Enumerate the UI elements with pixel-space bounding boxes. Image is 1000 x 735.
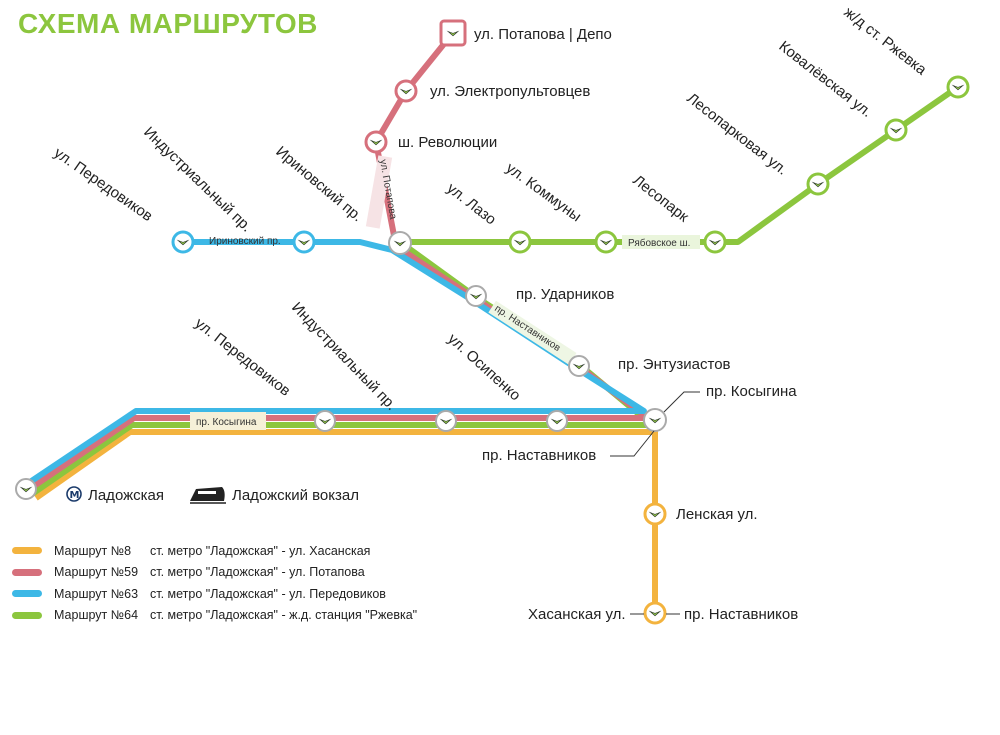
stop-industrialny-top[interactable] (292, 230, 316, 254)
svg-text:пр. Косыгина: пр. Косыгина (196, 417, 257, 428)
label-nastavnikov-end: пр. Наставников (684, 606, 798, 623)
stop-lesopark[interactable] (703, 230, 727, 254)
map-title: СХЕМА МАРШРУТОВ (18, 8, 318, 39)
label-kosygina: пр. Косыгина (706, 383, 797, 400)
svg-text:M: M (70, 490, 80, 501)
legend-route-name: Маршрут №8 (54, 543, 132, 558)
label-lesoparkovaya: Лесопарковая ул. (684, 90, 791, 179)
legend-row-route-64: Маршрут №64 ст. метро "Ладожская" - ж.д.… (12, 605, 512, 627)
stop-lenskaya[interactable] (643, 502, 667, 526)
street-label-ryabovskoe: Рябовское ш. (622, 235, 700, 249)
label-osipenko: ул. Осипенко (444, 330, 523, 404)
stop-entuziastov[interactable] (568, 355, 590, 377)
label-electropultovtsev: ул. Электропультовцев (430, 83, 590, 100)
label-kovalevskaya: Ковалёвская ул. (776, 38, 876, 121)
legend-row-route-8: Маршрут №8 ст. метро "Ладожская" - ул. Х… (12, 540, 512, 562)
metro-icon: M (66, 486, 82, 502)
legend-row-route-63: Маршрут №63 ст. метро "Ладожская" - ул. … (12, 583, 512, 605)
label-khasanskaya: Хасанская ул. (528, 606, 626, 623)
svg-text:Ириновский пр.: Ириновский пр. (209, 236, 281, 247)
label-udarnikov: пр. Ударников (516, 286, 614, 303)
legend-route-name: Маршрут №64 (54, 608, 139, 623)
street-label-kosygina: пр. Косыгина (190, 412, 266, 430)
label-lenskaya: Ленская ул. (676, 506, 758, 523)
svg-text:пр. Наставников: пр. Наставников (492, 303, 562, 354)
stop-lesoparkovaya[interactable] (806, 172, 830, 196)
legend-route-desc: ст. метро "Ладожская" - ул. Передовиков (150, 586, 386, 601)
stop-potapova-depo[interactable] (439, 19, 467, 47)
stop-irinovsky-hub[interactable] (388, 231, 412, 255)
street-label-potapova: ул. Потапова (365, 155, 398, 229)
stop-peredovikov-top[interactable] (171, 230, 195, 254)
stop-electropultovtsev[interactable] (394, 79, 418, 103)
label-peredovikov-top: ул. Передовиков (51, 144, 156, 225)
label-sh-revolyutsii: ш. Революции (398, 134, 497, 151)
stop-lazo[interactable] (508, 230, 532, 254)
label-rzhevka: ж/д ст. Ржевка (841, 4, 931, 79)
label-peredovikov-bottom: ул. Передовиков (192, 315, 294, 400)
label-kommuny: ул. Коммуны (503, 159, 585, 225)
legend-swatch (12, 590, 42, 598)
legend-route-name: Маршрут №63 (54, 586, 139, 601)
legend-row-route-59: Маршрут №59 ст. метро "Ладожская" - ул. … (12, 562, 512, 584)
stop-udarnikov[interactable] (465, 285, 487, 307)
label-ladozhskaya: Ладожская (88, 487, 164, 504)
stop-rzhevka[interactable] (946, 75, 970, 99)
legend-swatch (12, 568, 42, 576)
stop-peredovikov-bottom[interactable] (314, 410, 336, 432)
label-industrialny-bottom: Индустриальный пр. (288, 299, 400, 414)
label-lesopark: Лесопарк (630, 172, 692, 226)
train-icon (190, 487, 226, 504)
street-label-nastavnikov: пр. Наставников (488, 300, 577, 365)
street-label-irinovsky: Ириновский пр. (209, 236, 281, 247)
label-potapova-depo: ул. Потапова | Депо (474, 26, 612, 43)
legend-swatch (12, 547, 42, 555)
stop-kosygina-hub[interactable] (643, 408, 667, 432)
label-lazo: ул. Лазо (444, 180, 500, 229)
stop-ladozhskaya[interactable] (15, 478, 37, 500)
label-ladozhsky-vokzal: Ладожский вокзал (232, 487, 359, 504)
stop-industrialny-bottom[interactable] (435, 410, 457, 432)
stop-sh-revolyutsii[interactable] (364, 130, 388, 154)
legend-swatch (12, 611, 42, 619)
svg-text:Рябовское ш.: Рябовское ш. (628, 237, 690, 249)
label-entuziastov: пр. Энтузиастов (618, 356, 731, 373)
label-irinovsky: Ириновский пр. (272, 143, 365, 225)
route-legend: Маршрут №8 ст. метро "Ладожская" - ул. Х… (12, 540, 512, 626)
stop-kommuny[interactable] (594, 230, 618, 254)
label-industrialny-top: Индустриальный пр. (140, 124, 255, 236)
stop-kovalevskaya[interactable] (884, 118, 908, 142)
stop-osipenko[interactable] (546, 410, 568, 432)
legend-route-desc: ст. метро "Ладожская" - ул. Потапова (150, 565, 365, 580)
legend-route-desc: ст. метро "Ладожская" - ул. Хасанская (150, 543, 371, 558)
label-nastavnikov: пр. Наставников (482, 447, 596, 464)
stop-khasanskaya[interactable] (643, 601, 667, 625)
legend-route-name: Маршрут №59 (54, 565, 139, 580)
legend-route-desc: ст. метро "Ладожская" - ж.д. станция "Рж… (150, 608, 418, 623)
